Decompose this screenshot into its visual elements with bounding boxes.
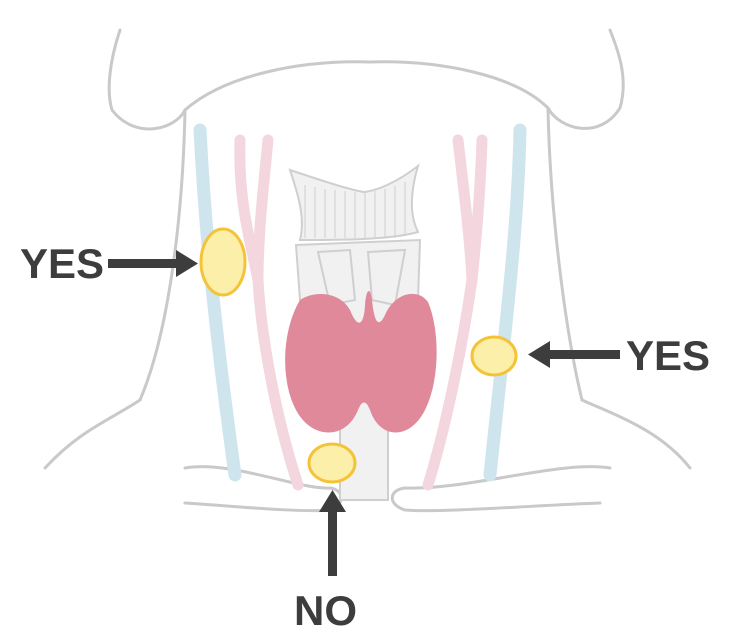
arrow-left-yes — [108, 250, 198, 277]
right-jugular-vein — [483, 123, 527, 482]
right-internal-carotid — [466, 134, 488, 286]
hyoid-stripes — [304, 182, 406, 238]
right-common-carotid — [422, 274, 478, 491]
lymph-node-right — [470, 335, 518, 377]
hyoid-bone — [288, 163, 420, 242]
lymph-node-left — [199, 227, 247, 297]
lymph-nodes — [199, 227, 518, 484]
right-clavicle — [390, 465, 612, 513]
arrow-bottom-no — [319, 490, 346, 576]
arrow-right-yes — [528, 341, 620, 368]
carotid-arteries — [234, 134, 488, 491]
left-jugular-vein — [193, 123, 242, 482]
arrows — [108, 250, 620, 576]
right-shoulder — [580, 398, 692, 470]
lymph-node-bottom — [307, 442, 357, 484]
left-internal-carotid — [252, 134, 274, 286]
label-left-yes: YES — [20, 240, 104, 287]
label-bottom-no: NO — [294, 587, 357, 634]
left-common-carotid — [252, 274, 304, 491]
left-shoulder — [43, 398, 142, 470]
cricoid-cartilage — [316, 248, 357, 307]
label-right-yes: YES — [626, 332, 710, 379]
head-outline — [107, 28, 625, 131]
right-neck-side — [546, 106, 584, 402]
thyroid-gland — [285, 290, 437, 433]
